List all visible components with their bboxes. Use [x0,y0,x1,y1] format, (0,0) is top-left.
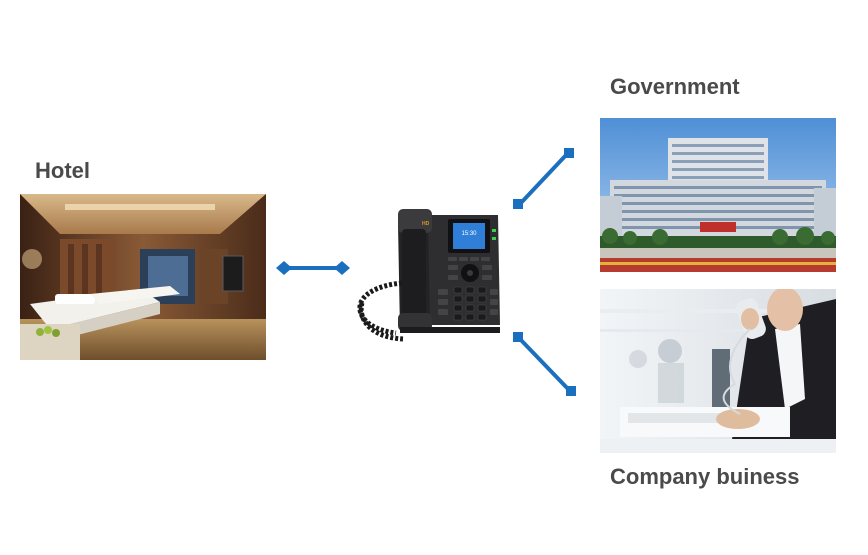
office-phone-call-photo [600,289,836,453]
connector-line-government [513,148,574,209]
phone-hd-badge: HD [422,221,430,227]
hotel-room-photo [20,194,266,360]
government-building-photo [600,118,836,272]
company-label: Company buiness [610,464,800,489]
hotel-label: Hotel [35,158,90,183]
government-label: Government [610,74,740,99]
ip-desk-phone-icon: 15:30 HD [348,205,508,350]
connector-line-company [513,332,576,396]
phone-screen-time: 15:30 [461,231,477,237]
double-arrow-connector [276,261,350,275]
